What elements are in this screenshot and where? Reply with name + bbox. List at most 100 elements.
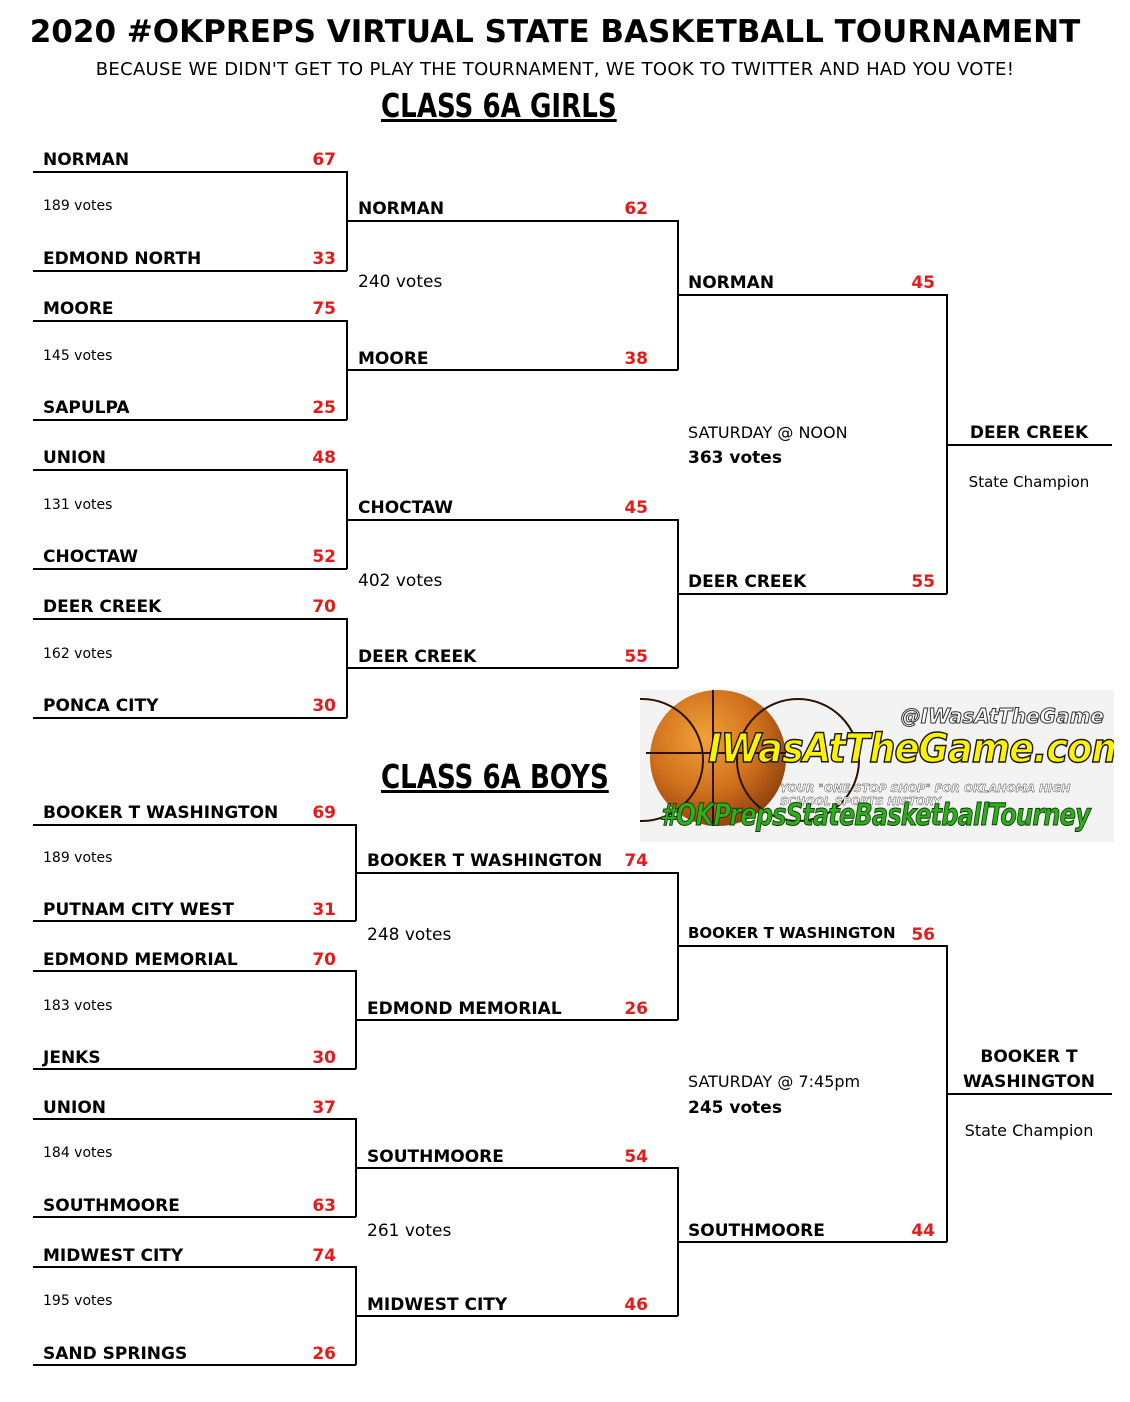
bracket-connector bbox=[677, 519, 679, 668]
girls-final-time: SATURDAY @ NOON bbox=[688, 423, 848, 442]
boys-r1-m2-team2: JENKS bbox=[43, 1048, 101, 1068]
bracket-line bbox=[33, 970, 356, 972]
bracket-line bbox=[356, 1167, 678, 1169]
girls-r2-m1-score2: 38 bbox=[624, 349, 648, 369]
bracket-line bbox=[947, 444, 1112, 446]
girls-final-team2: DEER CREEK bbox=[688, 572, 807, 592]
bracket-line bbox=[33, 469, 347, 471]
bracket-line bbox=[33, 1118, 356, 1120]
boys-r2-m1-team2: EDMOND MEMORIAL bbox=[367, 999, 562, 1019]
girls-r2-m2-score2: 55 bbox=[624, 647, 648, 667]
boys-champion-label: State Champion bbox=[964, 1121, 1094, 1140]
bracket-line bbox=[678, 945, 947, 947]
boys-r2-m2-team2: MIDWEST CITY bbox=[367, 1295, 508, 1315]
boys-r2-m1-votes: 248 votes bbox=[367, 925, 452, 945]
bracket-connector bbox=[946, 294, 948, 594]
girls-r1-m3-team1: UNION bbox=[43, 448, 107, 468]
bracket-line bbox=[33, 618, 347, 620]
bracket-line bbox=[33, 1266, 356, 1268]
boys-r1-m2-team1: EDMOND MEMORIAL bbox=[43, 950, 238, 970]
bracket-line bbox=[347, 220, 678, 222]
bracket-line bbox=[347, 369, 678, 371]
bracket-line bbox=[33, 717, 347, 719]
boys-r2-m1-team1: BOOKER T WASHINGTON bbox=[367, 851, 603, 871]
girls-bracket-title: CLASS 6A GIRLS bbox=[381, 86, 617, 125]
girls-r1-m2-team1: MOORE bbox=[43, 299, 114, 319]
girls-r2-m2-score1: 45 bbox=[624, 498, 648, 518]
girls-champion-name: DEER CREEK bbox=[969, 423, 1089, 443]
girls-final-score2: 55 bbox=[911, 572, 935, 592]
page-subtitle: BECAUSE WE DIDN'T GET TO PLAY THE TOURNA… bbox=[95, 59, 1015, 80]
bracket-connector bbox=[355, 1118, 357, 1217]
girls-r1-m3-votes: 131 votes bbox=[43, 497, 113, 513]
girls-r1-m3-score1: 48 bbox=[312, 448, 336, 468]
girls-r1-m4-score1: 70 bbox=[312, 597, 336, 617]
logo-hashtag: #OKPrepsStateBasketballTourney bbox=[660, 798, 1092, 834]
girls-champion-label: State Champion bbox=[968, 473, 1090, 491]
bracket-connector bbox=[355, 824, 357, 921]
girls-r1-m4-team1: DEER CREEK bbox=[43, 597, 162, 617]
boys-r1-m4-score1: 74 bbox=[312, 1246, 336, 1266]
boys-r1-m1-score1: 69 bbox=[312, 803, 336, 823]
girls-final-votes: 363 votes bbox=[688, 448, 782, 468]
bracket-line bbox=[947, 1093, 1112, 1095]
bracket-line bbox=[33, 920, 356, 922]
boys-r1-m3-team2: SOUTHMOORE bbox=[43, 1196, 180, 1216]
bracket-line bbox=[33, 1068, 356, 1070]
girls-r1-m2-votes: 145 votes bbox=[43, 348, 113, 364]
bracket-connector bbox=[355, 970, 357, 1069]
bracket-connector bbox=[677, 220, 679, 370]
bracket-line bbox=[33, 419, 347, 421]
boys-r1-m4-team1: MIDWEST CITY bbox=[43, 1246, 184, 1266]
bracket-line bbox=[33, 171, 347, 173]
boys-r1-m3-team1: UNION bbox=[43, 1098, 107, 1118]
girls-r1-m3-score2: 52 bbox=[312, 547, 336, 567]
boys-champion-name-line2: WASHINGTON bbox=[962, 1072, 1096, 1092]
logo-tagline: YOUR "ONE STOP SHOP" FOR OKLAHOMA HIGH S… bbox=[780, 782, 1071, 808]
bracket-line bbox=[33, 824, 356, 826]
girls-r1-m4-score2: 30 bbox=[312, 696, 336, 716]
boys-r1-m2-votes: 183 votes bbox=[43, 998, 113, 1014]
bracket-line bbox=[33, 1216, 356, 1218]
bracket-line bbox=[356, 1019, 678, 1021]
bracket-line bbox=[356, 1315, 678, 1317]
girls-r2-m2-team1: CHOCTAW bbox=[358, 498, 454, 518]
boys-final-team1: BOOKER T WASHINGTON bbox=[688, 924, 896, 942]
girls-r1-m2-team2: SAPULPA bbox=[43, 398, 130, 418]
bracket-line bbox=[33, 1364, 356, 1366]
girls-r2-m1-team2: MOORE bbox=[358, 349, 429, 369]
bracket-connector bbox=[346, 618, 348, 718]
girls-r1-m1-score2: 33 bbox=[312, 249, 336, 269]
boys-r1-m3-score2: 63 bbox=[312, 1196, 336, 1216]
iwasatthegame-logo: @IWasAtTheGame IWasAtTheGame.com YOUR "O… bbox=[640, 690, 1114, 842]
boys-r2-m1-score1: 74 bbox=[624, 851, 648, 871]
boys-final-score2: 44 bbox=[911, 1221, 935, 1241]
bracket-connector bbox=[346, 320, 348, 420]
boys-final-score1: 56 bbox=[911, 925, 935, 945]
girls-final-team1: NORMAN bbox=[688, 273, 775, 293]
girls-r1-m1-team2: EDMOND NORTH bbox=[43, 249, 202, 269]
boys-bracket-title: CLASS 6A BOYS bbox=[381, 757, 609, 796]
boys-r1-m1-team1: BOOKER T WASHINGTON bbox=[43, 803, 279, 823]
girls-r1-m2-score2: 25 bbox=[312, 398, 336, 418]
girls-r1-m1-score1: 67 bbox=[312, 150, 336, 170]
boys-r2-m2-score2: 46 bbox=[624, 1295, 648, 1315]
bracket-line bbox=[678, 294, 947, 296]
girls-r2-m2-team2: DEER CREEK bbox=[358, 647, 477, 667]
boys-final-time: SATURDAY @ 7:45pm bbox=[688, 1072, 861, 1091]
girls-r2-m1-team1: NORMAN bbox=[358, 199, 445, 219]
boys-r1-m3-votes: 184 votes bbox=[43, 1145, 113, 1161]
boys-r2-m2-score1: 54 bbox=[624, 1147, 648, 1167]
page-title: 2020 #OKPREPS VIRTUAL STATE BASKETBALL T… bbox=[29, 14, 1081, 50]
girls-r1-m4-votes: 162 votes bbox=[43, 646, 113, 662]
boys-r1-m4-votes: 195 votes bbox=[43, 1293, 113, 1309]
boys-r2-m2-votes: 261 votes bbox=[367, 1221, 452, 1241]
girls-final-score1: 45 bbox=[911, 273, 935, 293]
girls-r1-m3-team2: CHOCTAW bbox=[43, 547, 139, 567]
bracket-connector bbox=[946, 945, 948, 1242]
boys-r1-m2-score2: 30 bbox=[312, 1048, 336, 1068]
bracket-connector bbox=[677, 1167, 679, 1316]
girls-r1-m1-team1: NORMAN bbox=[43, 150, 130, 170]
boys-final-votes: 245 votes bbox=[688, 1098, 782, 1118]
girls-r1-m2-score1: 75 bbox=[312, 299, 336, 319]
